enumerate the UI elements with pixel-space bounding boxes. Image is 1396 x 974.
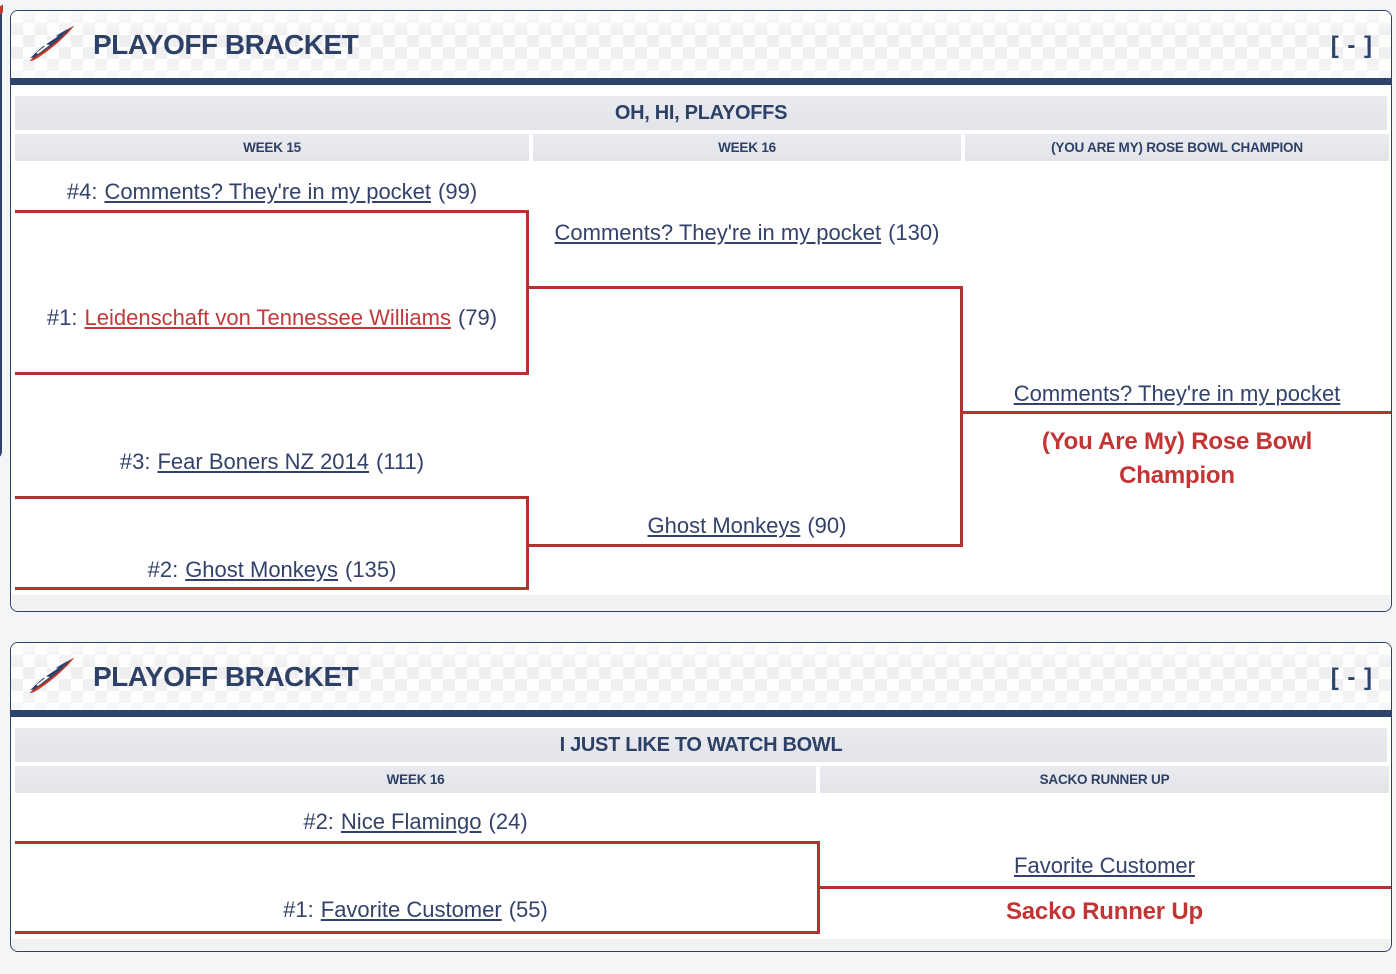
- bowl-title: I JUST LIKE TO WATCH BOWL: [15, 728, 1387, 762]
- team-link[interactable]: Fear Boners NZ 2014: [157, 449, 370, 474]
- team-score: (111): [376, 449, 425, 474]
- bowl-title: OH, HI, PLAYOFFS: [15, 96, 1387, 130]
- seed-label: #4:: [66, 179, 98, 204]
- league-logo-icon: [29, 657, 75, 694]
- team-score: (135): [345, 557, 397, 582]
- team-score: (90): [807, 513, 847, 538]
- team-score: (55): [508, 897, 548, 922]
- bracket-slot: #1:Favorite Customer(55): [15, 893, 816, 927]
- team-score: (130): [888, 220, 940, 245]
- column-header-week15: WEEK 15: [15, 134, 529, 161]
- adjacent-panel-edge: [0, 4, 3, 460]
- bracket-line: [15, 931, 820, 934]
- league-logo-icon: [29, 25, 75, 62]
- panel-footer-strip: [12, 595, 1390, 611]
- bracket-slot: #4:Comments? They're in my pocket(99): [15, 175, 529, 209]
- bracket-line: [15, 210, 529, 213]
- collapse-button[interactable]: [ - ]: [1330, 664, 1373, 691]
- team-score: (79): [457, 305, 498, 330]
- team-link-self[interactable]: Leidenschaft von Tennessee Williams: [84, 305, 451, 330]
- panel-header: [11, 643, 1391, 710]
- bracket-line: [960, 411, 1391, 414]
- bracket-line: [526, 210, 529, 375]
- seed-label: #2:: [147, 557, 179, 582]
- team-link[interactable]: Favorite Customer: [1014, 853, 1195, 878]
- bracket-slot: #1:Leidenschaft von Tennessee Williams(7…: [15, 301, 529, 335]
- bracket-line: [526, 286, 963, 289]
- bracket-slot: #3:Fear Boners NZ 2014(111): [15, 445, 529, 479]
- panel-footer-strip: [12, 939, 1390, 951]
- column-header-week16: WEEK 16: [533, 134, 961, 161]
- bracket-slot: Ghost Monkeys(90): [533, 509, 961, 543]
- team-link[interactable]: Ghost Monkeys: [647, 513, 801, 538]
- seed-label: #2:: [303, 809, 334, 834]
- team-link[interactable]: Ghost Monkeys: [185, 557, 339, 582]
- playoff-bracket-panel-2: PLAYOFF BRACKET [ - ] I JUST LIKE TO WAT…: [10, 642, 1392, 952]
- team-link[interactable]: Nice Flamingo: [340, 809, 482, 834]
- bracket-slot: #2:Ghost Monkeys(135): [15, 553, 529, 587]
- column-header-champion: (YOU ARE MY) ROSE BOWL CHAMPION: [965, 134, 1389, 161]
- bracket-line: [15, 372, 529, 375]
- seed-label: #1:: [283, 897, 314, 922]
- column-header-week16: WEEK 16: [15, 766, 816, 793]
- bracket-line: [526, 496, 529, 590]
- seed-label: #3:: [119, 449, 151, 474]
- panel-title: PLAYOFF BRACKET: [93, 661, 359, 692]
- bracket-line: [15, 496, 529, 499]
- seed-label: #1:: [46, 305, 78, 330]
- bracket-slot-winner: Favorite Customer: [820, 849, 1389, 883]
- column-header-sacko: SACKO RUNNER UP: [820, 766, 1389, 793]
- team-link[interactable]: Comments? They're in my pocket: [1013, 381, 1341, 406]
- header-divider-bar: [11, 78, 1391, 85]
- header-divider-bar: [11, 710, 1391, 717]
- bracket-line: [526, 544, 963, 547]
- bracket-slot-champion: Comments? They're in my pocket: [965, 377, 1389, 411]
- collapse-button[interactable]: [ - ]: [1330, 32, 1373, 59]
- team-score: (99): [438, 179, 478, 204]
- adjacent-logo-tip-icon: [0, 4, 3, 16]
- playoff-bracket-panel-1: PLAYOFF BRACKET [ - ] OH, HI, PLAYOFFS W…: [10, 10, 1392, 612]
- team-score: (24): [488, 809, 528, 834]
- team-link[interactable]: Comments? They're in my pocket: [554, 220, 882, 245]
- bracket-line: [960, 286, 963, 547]
- bracket-line: [15, 841, 820, 844]
- champion-label: (You Are My) Rose Bowl Champion: [1041, 428, 1313, 489]
- bracket-slot: #2:Nice Flamingo(24): [15, 805, 816, 839]
- sacko-runner-up-label: Sacko Runner Up: [1005, 898, 1204, 925]
- team-link[interactable]: Comments? They're in my pocket: [104, 179, 432, 204]
- panel-title: PLAYOFF BRACKET: [93, 29, 359, 60]
- bracket-slot: Comments? They're in my pocket(130): [533, 216, 961, 250]
- bracket-line: [15, 587, 529, 590]
- panel-header: [11, 11, 1391, 78]
- team-link[interactable]: Favorite Customer: [320, 897, 502, 922]
- bracket-line: [817, 886, 1391, 889]
